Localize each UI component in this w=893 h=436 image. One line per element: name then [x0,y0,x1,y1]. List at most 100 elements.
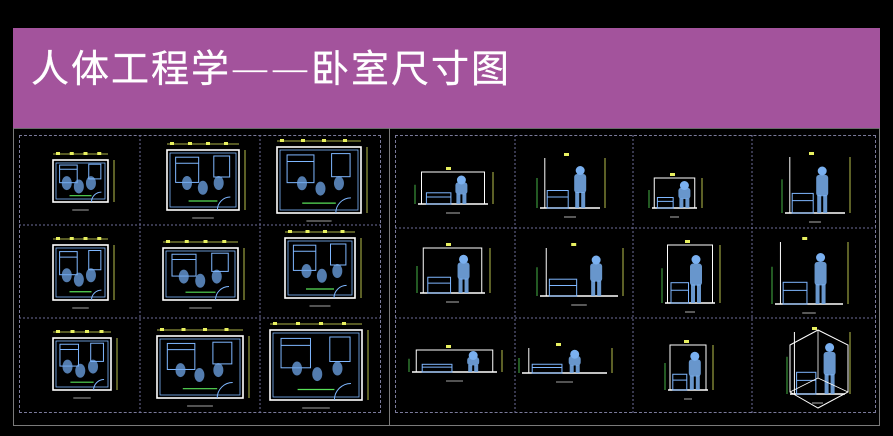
person-figure [88,359,99,374]
door-arc [333,382,351,401]
bedroom-plan-cell [52,330,118,399]
furniture-block [670,282,689,304]
person-figure [178,269,189,284]
figure-body [688,359,701,377]
door-arc [216,382,233,399]
dimension-tick [160,328,164,331]
dimension-tick [181,328,186,331]
door-arc [216,196,231,211]
ergonomic-elevation-cell [408,345,503,382]
figure-leg [817,195,822,213]
figure-head [817,166,827,176]
figure-leg [824,374,829,394]
figure-leg [597,280,602,296]
furniture-block [425,192,452,205]
dimension-tick [571,243,577,246]
elevation-frame [669,344,707,391]
room-inner-wall [272,332,360,398]
wardrobe-outline [331,153,351,178]
elevation-frame [421,171,485,205]
figure-leg [697,284,701,303]
person-figure [73,179,84,194]
bedroom-plan-cell [269,322,369,409]
figure-leg [456,193,461,204]
room-wall [52,159,109,203]
person-figure [195,273,206,288]
wardrobe-outline [211,252,229,272]
figure-head [816,253,826,262]
figure-head [575,166,585,175]
room-wall [269,329,363,401]
room-inner-wall [287,240,353,296]
furniture-block [791,192,814,214]
furniture-block [546,190,569,209]
ergonomic-elevation-cell [786,327,851,404]
dimension-tick [56,237,60,240]
person-figure [297,176,307,191]
room-wall [166,149,240,211]
drawing-title: 人体工程学——卧室尺寸图 [31,47,512,91]
person-figure [182,176,192,190]
person-figure [213,176,224,190]
figure-leg [689,375,694,390]
furniture-block [421,363,453,373]
elevation-frame [667,244,713,304]
room-inner-wall [279,149,359,211]
dimension-tick [342,322,346,325]
person-figure [312,367,323,382]
person-figure [197,180,208,195]
person-figure [211,269,222,284]
dimension-tick [206,142,210,145]
furniture-block [656,197,674,209]
dimension-tick [305,230,310,233]
figure-leg [821,284,826,304]
figure-leg [679,198,684,208]
figure-leg [464,278,469,293]
person-figure [213,363,224,378]
dimension-tick [319,322,323,325]
dimension-tick [280,139,284,142]
left-plan-panel [19,135,381,413]
dimension-tick [273,322,277,325]
room-wall [284,237,356,299]
door-arc [335,197,351,214]
figure-body [467,357,480,366]
ergonomic-elevation-cell [661,240,721,313]
elevation-frame [422,247,483,294]
room-inner-wall [55,340,109,388]
person-figure [61,176,72,191]
figure-leg [474,364,479,372]
dimension-tick [684,340,689,343]
dimension-tick [812,327,817,330]
dimension-tick [301,139,305,142]
room-wall [156,335,244,399]
bedroom-plan-cell [156,328,250,407]
figure-leg [695,375,700,390]
wardrobe-outline [90,342,104,362]
dimension-tick [83,152,88,155]
wardrobe-outline [212,341,233,365]
figure-leg [691,284,695,303]
ergonomic-elevation-cell [648,173,703,218]
isometric-outline [789,329,849,409]
room-inner-wall [55,162,106,200]
door-arc [93,379,105,391]
figure-head [690,351,700,361]
person-figure [61,268,72,283]
bedroom-plan-cell [276,139,368,222]
dimension-tick [99,330,104,333]
person-figure [175,363,186,378]
figure-head [825,343,835,352]
isometric-edge [817,377,849,393]
wardrobe-outline [330,243,347,266]
dimension-tick [670,173,675,176]
figure-body [690,263,702,286]
figure-leg [815,284,820,304]
dimension-tick [56,152,60,155]
panel-divider [389,128,390,426]
furniture-block [672,373,688,391]
wardrobe-outline [213,155,231,178]
figure-body [814,261,827,286]
furniture-block [796,371,817,395]
